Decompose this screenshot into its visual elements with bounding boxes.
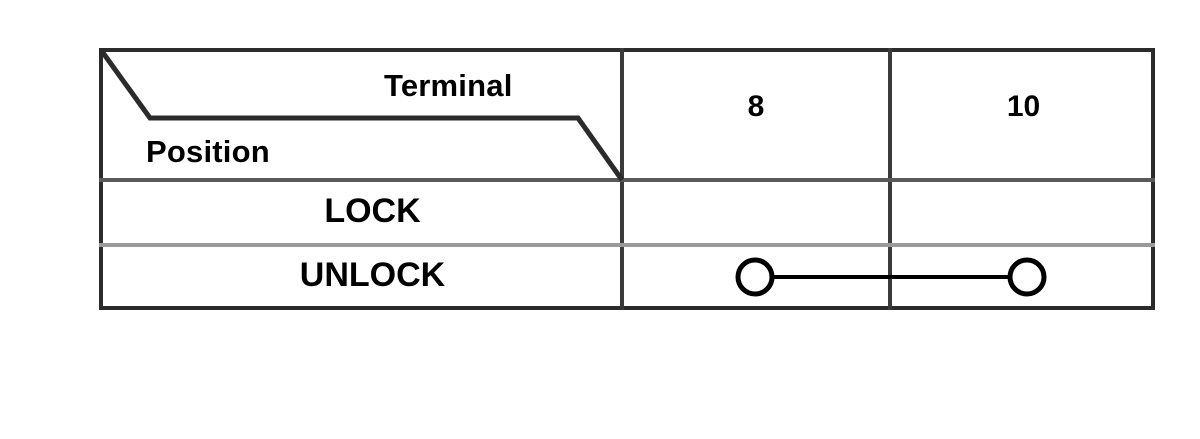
row-divider-header-lock	[99, 178, 1155, 182]
corner-diagonal-divider	[98, 48, 625, 182]
row-label-lock: LOCK	[324, 192, 421, 230]
corner-header-terminal-label: Terminal	[384, 68, 513, 103]
row-label-unlock: UNLOCK	[299, 256, 446, 294]
row-divider-lock-unlock	[99, 243, 1155, 247]
column-header-terminal-8: 8	[747, 90, 765, 123]
column-header-terminal-10: 10	[1006, 90, 1041, 123]
corner-header-position-label: Position	[146, 134, 270, 169]
